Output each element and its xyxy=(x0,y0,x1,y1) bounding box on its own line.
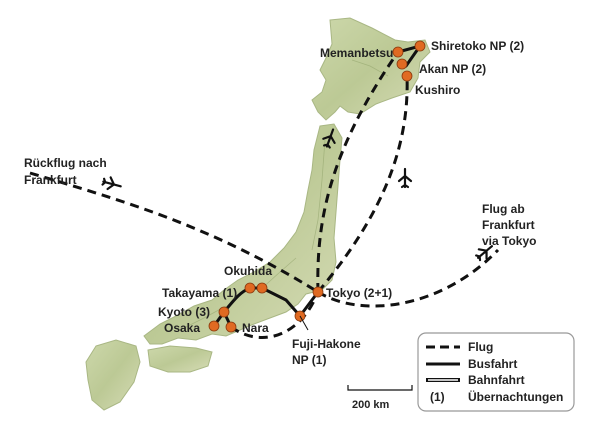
stop-nara xyxy=(225,321,237,333)
legend-bus: Busfahrt xyxy=(468,357,517,371)
label-akan: Akan NP (2) xyxy=(419,62,486,76)
label-osaka: Osaka xyxy=(164,321,200,335)
legend-flight: Flug xyxy=(468,340,493,354)
legend: Flug Busfahrt Bahnfahrt (1) Übernachtung… xyxy=(417,332,575,412)
relief-shading xyxy=(179,59,389,331)
fuji-leader-line xyxy=(299,315,309,331)
kyushu-island xyxy=(85,339,141,411)
plane-icon xyxy=(100,174,124,194)
note-outbound-line2: Frankfurt xyxy=(482,218,535,232)
flight-route-hokkaido-south xyxy=(316,75,409,293)
label-nara: Nara xyxy=(242,321,269,335)
hokkaido-island xyxy=(311,17,431,121)
stop-memanbetsu xyxy=(392,46,404,58)
honshu-island xyxy=(143,123,343,345)
stop-tokyo xyxy=(312,286,324,298)
label-fuji-line2: NP (1) xyxy=(292,353,326,367)
stop-osaka xyxy=(208,320,220,332)
route-stops xyxy=(208,40,426,333)
note-return-line1: Rückflug nach xyxy=(24,156,107,170)
legend-nights: Übernachtungen xyxy=(468,389,563,404)
legend-nights-symbol: (1) xyxy=(430,390,445,404)
note-outbound-line1: Flug ab xyxy=(482,202,525,216)
legend-train: Bahnfahrt xyxy=(468,373,525,387)
land-masses xyxy=(85,17,431,411)
stop-kyoto xyxy=(218,306,230,318)
scale-bar: 200 km xyxy=(347,385,413,411)
flight-route-osaka xyxy=(230,291,320,339)
label-okuhida: Okuhida xyxy=(224,264,272,278)
label-memanbetsu: Memanbetsu xyxy=(320,46,393,60)
legend-box xyxy=(417,332,575,412)
note-outbound-line3: via Tokyo xyxy=(482,234,536,248)
label-shiretoko: Shiretoko NP (2) xyxy=(431,39,524,53)
flight-notes: Rückflug nach Frankfurt Flug ab Frankfur… xyxy=(24,156,536,248)
label-takayama: Takayama (1) xyxy=(162,286,237,300)
flight-route-hokkaido-north xyxy=(316,51,400,293)
stop-shiretoko xyxy=(414,40,426,52)
scale-label: 200 km xyxy=(352,399,390,411)
stop-akan xyxy=(396,58,408,70)
flight-route-return xyxy=(29,171,319,294)
flight-routes xyxy=(29,51,500,339)
label-tokyo: Tokyo (2+1) xyxy=(326,286,392,300)
shikoku-island xyxy=(147,345,213,373)
place-labels: Memanbetsu Shiretoko NP (2) Akan NP (2) … xyxy=(158,39,524,367)
stop-kushiro xyxy=(401,70,413,82)
label-fuji-line1: Fuji-Hakone xyxy=(292,337,361,351)
stop-okuhida xyxy=(256,282,268,294)
flight-route-outbound xyxy=(317,248,500,308)
stop-takayama xyxy=(244,282,256,294)
plane-icon xyxy=(397,167,413,189)
label-kushiro: Kushiro xyxy=(415,83,460,97)
label-kyoto: Kyoto (3) xyxy=(158,305,210,319)
note-return-line2: Frankfurt xyxy=(24,173,77,187)
